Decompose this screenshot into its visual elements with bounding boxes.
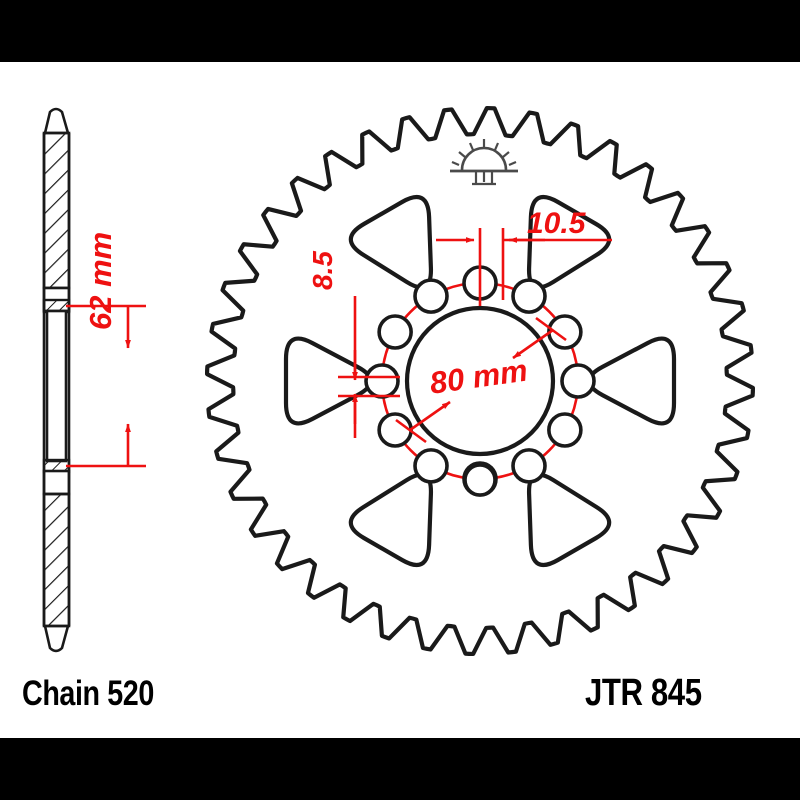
- dim80-arrow-lower: [409, 400, 451, 432]
- letterbox-bottom: [0, 738, 800, 800]
- center-bore: [404, 305, 556, 457]
- sprocket-front-view: [204, 105, 756, 657]
- side-view-lower-tooth-section: [42, 492, 71, 628]
- dimension-10-5: [436, 228, 612, 306]
- bolt-hole: [364, 363, 400, 399]
- dim80-tick-upper: [535, 316, 567, 342]
- side-section-view: [42, 107, 71, 653]
- dimension-8-5-text: 8.5: [307, 251, 338, 290]
- dimension-8-5: [338, 296, 400, 438]
- bolt-holes-group: [364, 265, 596, 497]
- bolt-hole: [547, 412, 583, 448]
- dim80-arrow-upper: [512, 328, 554, 360]
- dimension-10-5-text: 10.5: [527, 207, 586, 240]
- bolt-hole: [511, 278, 547, 314]
- bolt-hole: [413, 278, 449, 314]
- bolt-hole: [377, 412, 413, 448]
- letterbox-top: [0, 0, 800, 62]
- bolt-hole: [377, 314, 413, 350]
- dimension-62mm: [66, 304, 146, 468]
- side-view-lower-gap: [42, 469, 71, 496]
- bolt-hole: [413, 448, 449, 484]
- side-view-upper-tooth-section: [42, 131, 71, 290]
- chain-size-label: Chain 520: [22, 674, 154, 713]
- lightening-holes-group: [283, 194, 677, 568]
- bolt-hole: [511, 448, 547, 484]
- part-number-label: JTR 845: [585, 672, 702, 714]
- side-view-bottom-tip: [43, 624, 70, 653]
- side-view-top-tip: [43, 107, 70, 135]
- dimension-62mm-text: 62 mm: [83, 231, 118, 330]
- bolt-hole: [560, 363, 596, 399]
- side-view-center-web: [45, 309, 68, 463]
- dimension-80mm: [395, 316, 567, 444]
- locating-pin-hole: [463, 463, 497, 497]
- jt-sunrise-logo-icon: [450, 139, 518, 186]
- dim80-tick-lower: [395, 418, 427, 444]
